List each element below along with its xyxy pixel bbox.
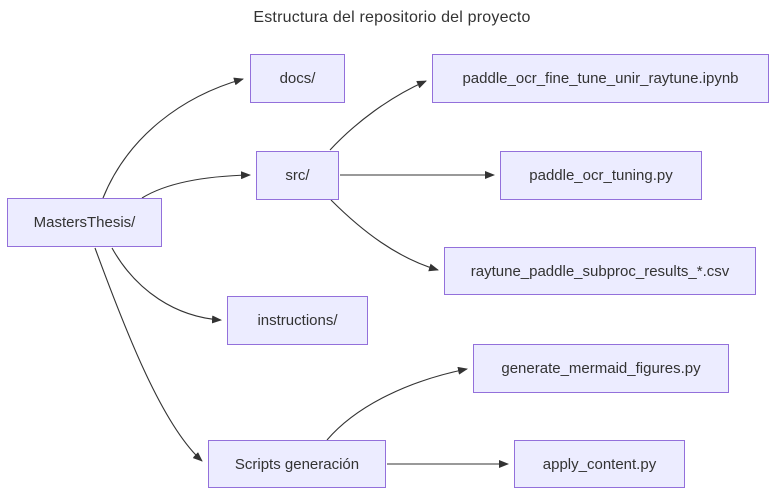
- diagram-title: Estructura del repositorio del proyecto: [253, 9, 531, 26]
- edge-src-csv: [330, 199, 439, 272]
- node-generate-mermaid-figures-py: generate_mermaid_figures.py: [473, 344, 729, 393]
- edge-src-ipynb: [329, 80, 427, 151]
- node-raytune-results-csv: raytune_paddle_subproc_results_*.csv: [444, 247, 756, 295]
- edge-root-instructions: [111, 247, 222, 324]
- node-docs: docs/: [250, 54, 345, 103]
- node-scripts-generacion: Scripts generación: [208, 440, 386, 488]
- edge-root-src: [141, 171, 251, 199]
- node-mastersthesis: MastersThesis/: [7, 198, 162, 247]
- edge-scripts-generate: [326, 366, 468, 441]
- node-apply-content-py: apply_content.py: [514, 440, 685, 488]
- node-paddle-ocr-fine-tune-ipynb: paddle_ocr_fine_tune_unir_raytune.ipynb: [432, 54, 769, 103]
- edge-root-docs: [102, 77, 244, 199]
- node-instructions: instructions/: [227, 296, 368, 345]
- node-src: src/: [256, 151, 339, 200]
- edge-root-scripts: [94, 247, 203, 462]
- node-paddle-ocr-tuning-py: paddle_ocr_tuning.py: [500, 151, 702, 200]
